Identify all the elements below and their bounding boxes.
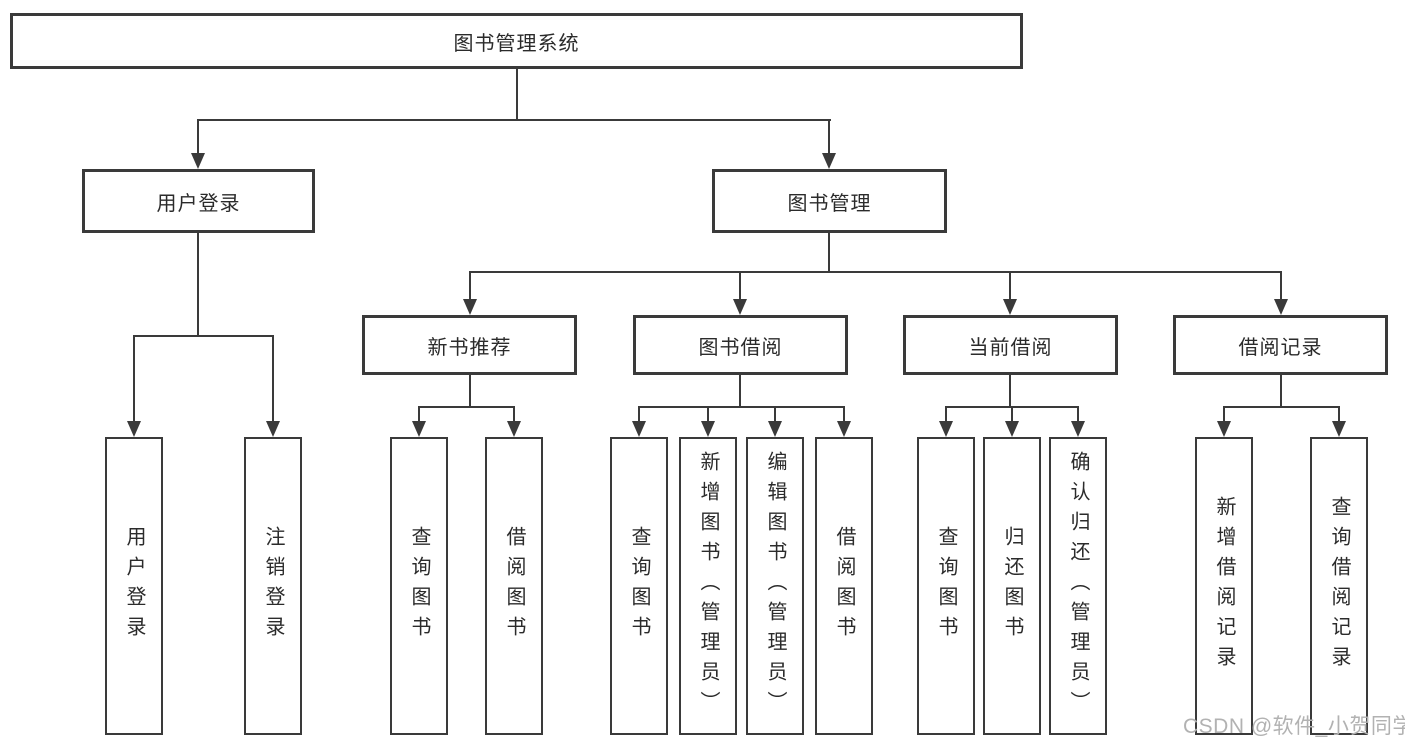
leaf-label: 确认归还（管理员）: [1067, 451, 1089, 721]
arrowhead-down-icon: [191, 153, 205, 169]
connector-line: [272, 335, 274, 423]
connector-line: [774, 406, 776, 424]
leaf-label: 借阅图书: [833, 526, 855, 646]
arrowhead-down-icon: [1005, 421, 1019, 437]
connector-line: [1280, 375, 1282, 408]
arrowhead-down-icon: [412, 421, 426, 437]
connector-line: [1009, 271, 1011, 301]
connector-line: [638, 406, 640, 424]
leaf-confirm-return-admin: 确认归还（管理员）: [1049, 437, 1107, 735]
arrowhead-down-icon: [127, 421, 141, 437]
arrowhead-down-icon: [1003, 299, 1017, 315]
leaf-label: 注销登录: [262, 526, 284, 646]
leaf-label: 归还图书: [1001, 526, 1023, 646]
node-label: 当前借阅: [968, 336, 1053, 359]
connector-line: [197, 119, 199, 155]
leaf-label: 用户登录: [123, 526, 145, 646]
leaf-add-books-admin: 新增图书（管理员）: [679, 437, 737, 735]
leaf-label: 查询借阅记录: [1328, 496, 1350, 676]
connector-line: [418, 406, 420, 424]
arrowhead-down-icon: [837, 421, 851, 437]
leaf-label: 借阅图书: [503, 526, 525, 646]
connector-line: [469, 375, 471, 408]
connector-line: [197, 119, 831, 121]
arrowhead-down-icon: [463, 299, 477, 315]
watermark: CSDN @软件_小贺同学: [1183, 715, 1405, 738]
connector-line: [1077, 406, 1079, 424]
connector-line: [1223, 406, 1340, 408]
arrowhead-down-icon: [632, 421, 646, 437]
arrowhead-down-icon: [1217, 421, 1231, 437]
connector-line: [469, 271, 1282, 273]
node-label: 新书推荐: [427, 336, 512, 359]
leaf-label: 编辑图书（管理员）: [764, 451, 786, 721]
arrowhead-down-icon: [701, 421, 715, 437]
leaf-label: 查询图书: [628, 526, 650, 646]
arrowhead-down-icon: [733, 299, 747, 315]
node-label: 用户登录: [156, 192, 241, 215]
node-new-book-recommendation: 新书推荐: [362, 315, 577, 375]
connector-line: [133, 335, 135, 423]
connector-line: [828, 233, 830, 273]
connector-line: [516, 68, 518, 120]
leaf-logout-login: 注销登录: [244, 437, 302, 735]
arrowhead-down-icon: [939, 421, 953, 437]
arrowhead-down-icon: [1274, 299, 1288, 315]
arrowhead-down-icon: [822, 153, 836, 169]
node-user-login: 用户登录: [82, 169, 315, 233]
leaf-borrow-books-recommend: 借阅图书: [485, 437, 543, 735]
connector-line: [1009, 375, 1011, 408]
leaf-query-books-current: 查询图书: [917, 437, 975, 735]
leaf-add-borrow-record: 新增借阅记录: [1195, 437, 1253, 735]
connector-line: [739, 271, 741, 301]
leaf-edit-books-admin: 编辑图书（管理员）: [746, 437, 804, 735]
leaf-label: 新增借阅记录: [1213, 496, 1235, 676]
connector-line: [1223, 406, 1225, 424]
leaf-query-books-borrowing: 查询图书: [610, 437, 668, 735]
node-current-borrowing: 当前借阅: [903, 315, 1118, 375]
node-label: 图书管理系统: [453, 32, 580, 55]
leaf-return-books: 归还图书: [983, 437, 1041, 735]
node-book-borrowing: 图书借阅: [633, 315, 848, 375]
node-label: 图书借阅: [698, 336, 783, 359]
arrowhead-down-icon: [507, 421, 521, 437]
node-label: 图书管理: [787, 192, 872, 215]
node-borrowing-records: 借阅记录: [1173, 315, 1388, 375]
connector-line: [1011, 406, 1013, 424]
connector-line: [828, 119, 830, 155]
connector-line: [1338, 406, 1340, 424]
connector-line: [513, 406, 515, 424]
leaf-user-login: 用户登录: [105, 437, 163, 735]
connector-line: [469, 271, 471, 301]
connector-line: [418, 406, 515, 408]
arrowhead-down-icon: [1071, 421, 1085, 437]
connector-line: [739, 375, 741, 408]
connector-line: [133, 335, 274, 337]
connector-line: [945, 406, 947, 424]
node-book-management: 图书管理: [712, 169, 947, 233]
leaf-borrow-books: 借阅图书: [815, 437, 873, 735]
connector-line: [197, 233, 199, 337]
connector-line: [843, 406, 845, 424]
connector-line: [638, 406, 845, 408]
arrowhead-down-icon: [1332, 421, 1346, 437]
connector-line: [707, 406, 709, 424]
leaf-query-borrow-record: 查询借阅记录: [1310, 437, 1368, 735]
arrowhead-down-icon: [768, 421, 782, 437]
node-library-management-system: 图书管理系统: [10, 13, 1023, 69]
leaf-query-books-recommend: 查询图书: [390, 437, 448, 735]
leaf-label: 新增图书（管理员）: [697, 451, 719, 721]
leaf-label: 查询图书: [935, 526, 957, 646]
leaf-label: 查询图书: [408, 526, 430, 646]
arrowhead-down-icon: [266, 421, 280, 437]
node-label: 借阅记录: [1238, 336, 1323, 359]
connector-line: [1280, 271, 1282, 301]
